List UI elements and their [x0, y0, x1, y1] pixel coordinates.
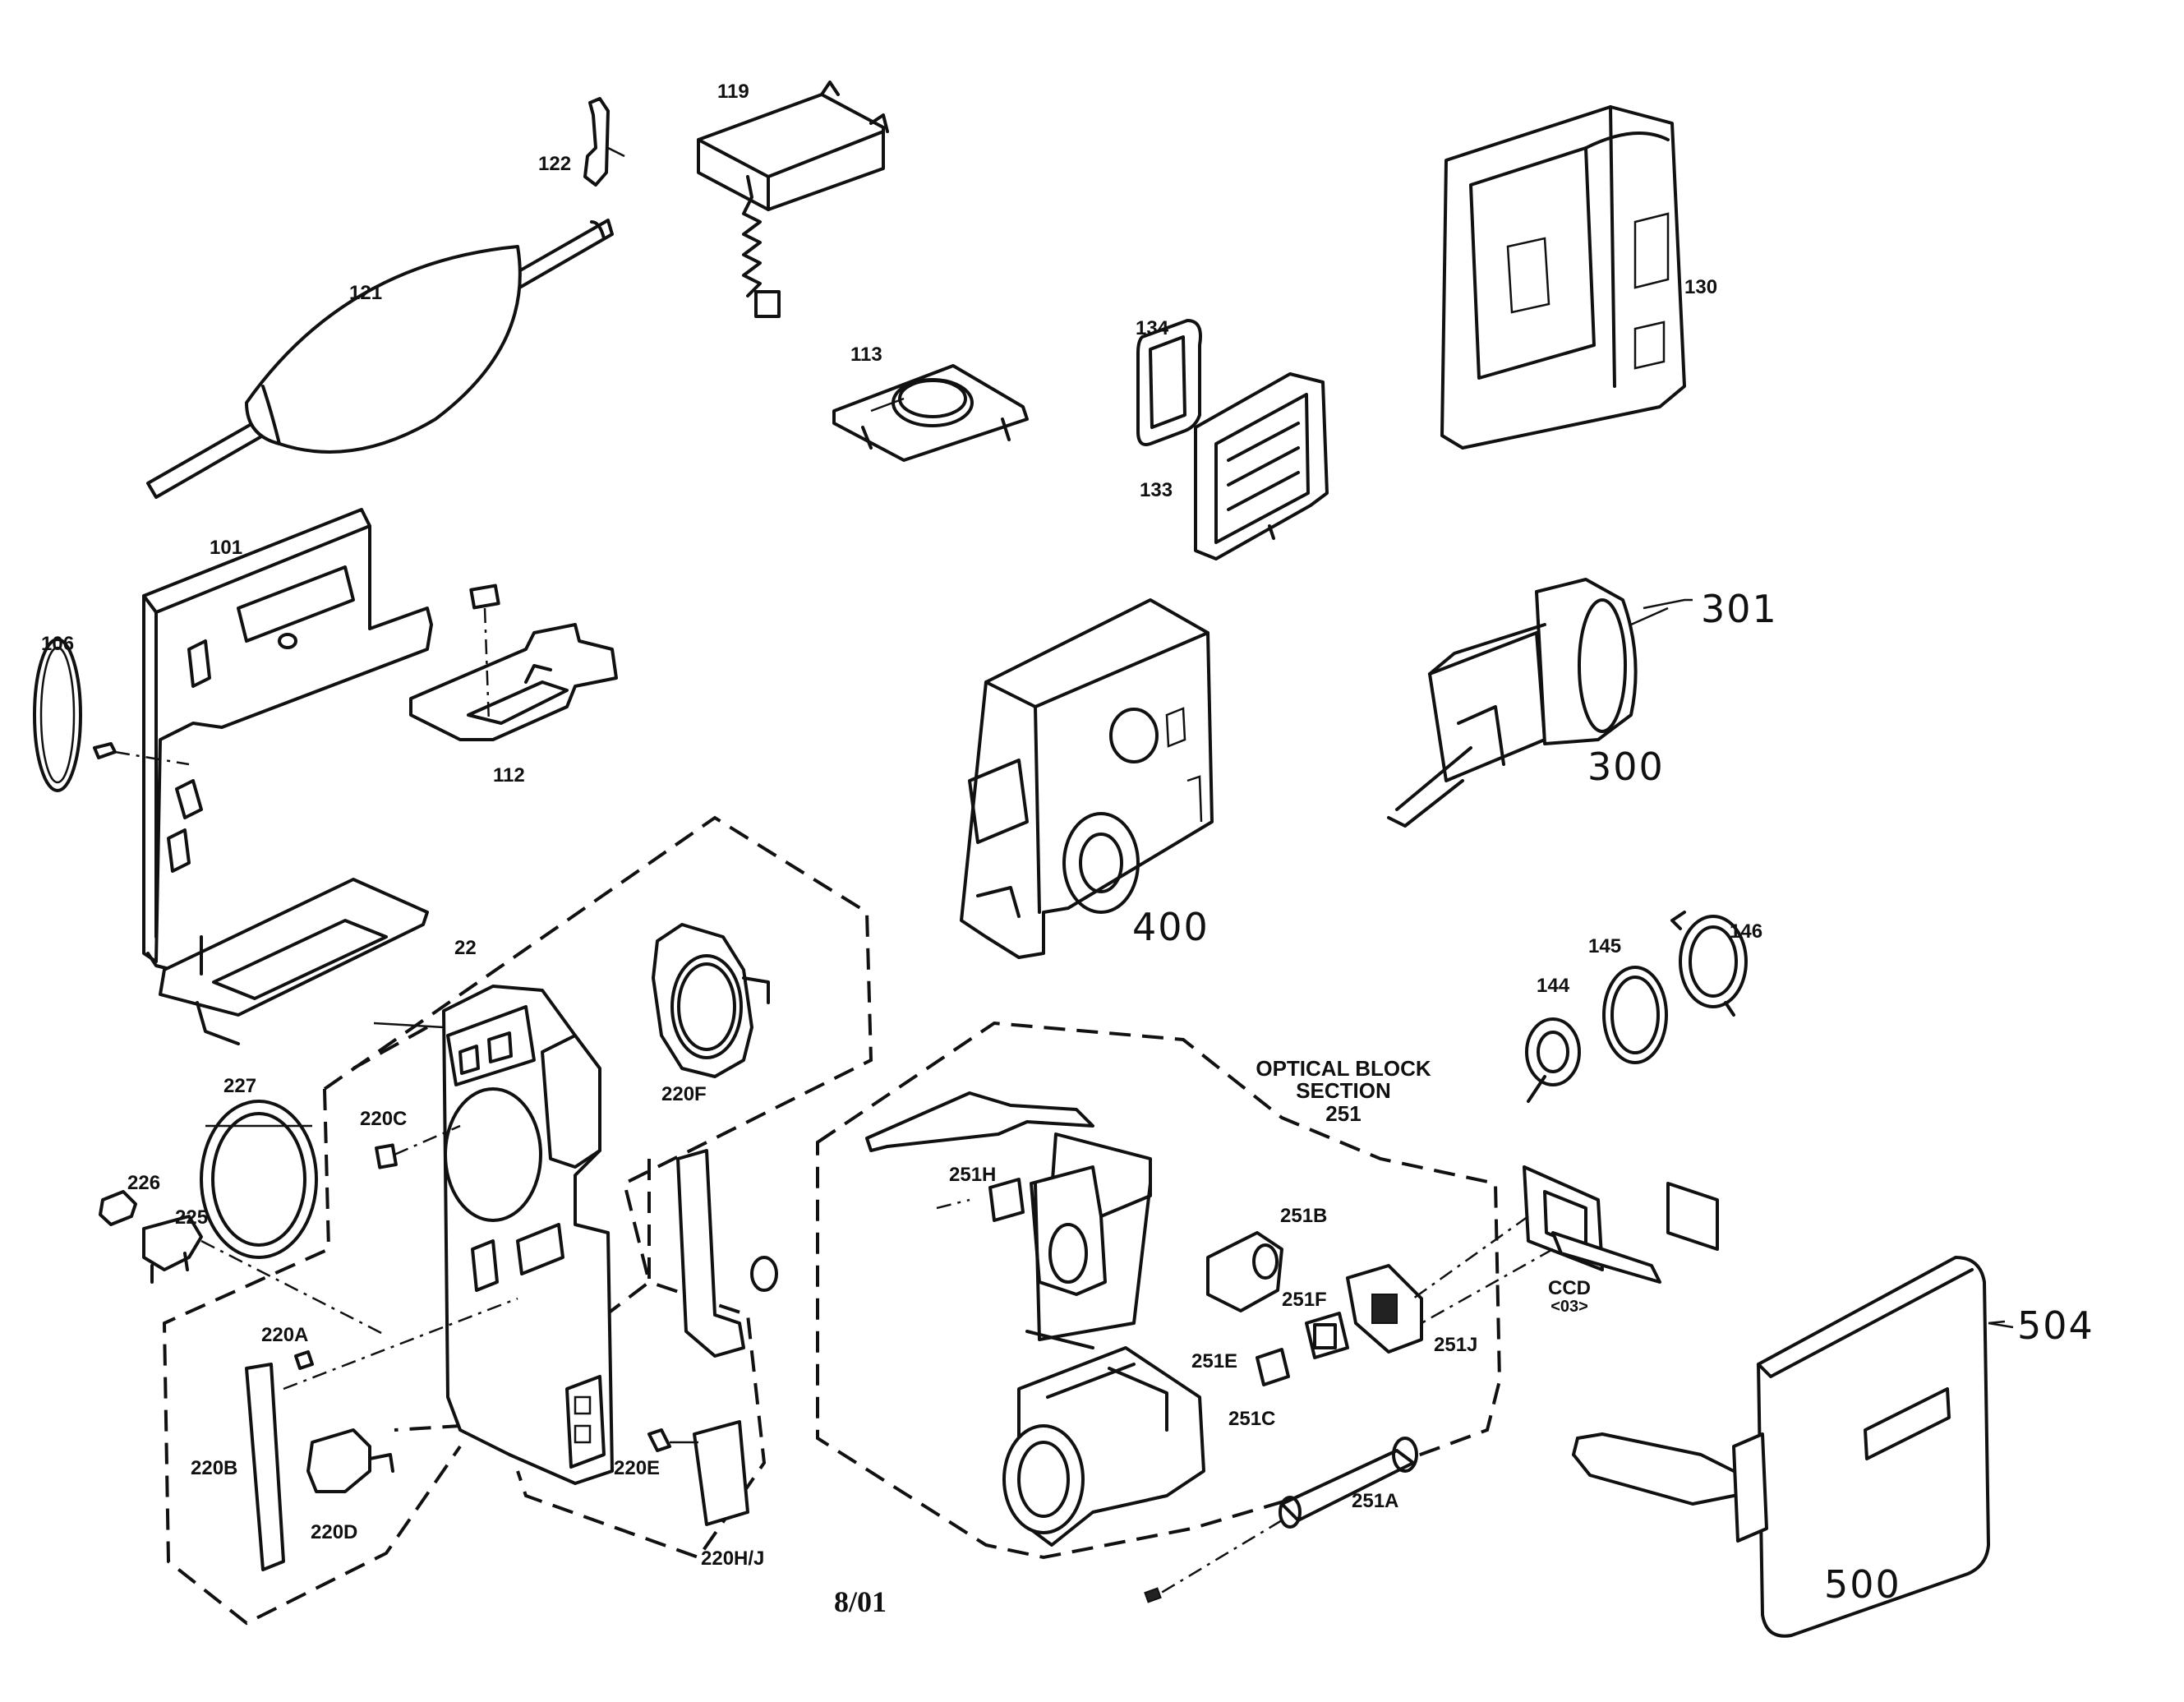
label-22: 22 — [454, 937, 477, 959]
label-400: 400 — [1132, 905, 1209, 949]
part-227-ring — [200, 1100, 318, 1259]
part-106-oval — [33, 638, 190, 792]
part-113-plate — [832, 364, 1029, 462]
label-251C: 251C — [1228, 1408, 1276, 1430]
label-113: 113 — [850, 344, 882, 366]
part-251H-lens-holder — [988, 1165, 1107, 1296]
group-22-outline — [162, 815, 873, 1626]
part-251-zoom-lens-body — [1002, 1346, 1205, 1547]
label-225: 225 — [175, 1206, 209, 1229]
part-226-knob — [99, 1190, 137, 1226]
part-130-side-cover — [1440, 105, 1686, 450]
part-122-clip — [583, 97, 625, 187]
footer-date: 8/01 — [834, 1585, 887, 1618]
label-226: 226 — [127, 1172, 161, 1194]
part-251J-filter-holder — [1346, 1264, 1423, 1354]
part-300-viewfinder — [1387, 578, 1669, 828]
part-121-handle-strap — [146, 219, 614, 499]
part-251F-filter — [1305, 1312, 1349, 1359]
label-121: 121 — [349, 282, 383, 304]
caption-line-3: 251 — [1325, 1100, 1362, 1126]
part-119-bracket — [697, 81, 889, 318]
optical-block-outline — [816, 1021, 1502, 1560]
label-220HJ: 220H/J — [701, 1547, 765, 1570]
label-220C: 220C — [360, 1108, 408, 1130]
label-251H: 251H — [949, 1164, 997, 1186]
part-220D-button — [306, 1428, 394, 1493]
part-220A-screw — [294, 1350, 314, 1370]
label-130: 130 — [1684, 276, 1718, 298]
part-134-gasket — [1136, 319, 1202, 446]
label-134: 134 — [1136, 317, 1169, 339]
part-146-ring-bracket — [1670, 911, 1748, 1017]
part-112-plate — [409, 583, 618, 741]
label-251A: 251A — [1352, 1490, 1399, 1512]
label-220D: 220D — [311, 1521, 358, 1543]
ccd-caption-line-1: CCD — [1548, 1277, 1591, 1299]
label-112: 112 — [493, 764, 525, 786]
label-220B: 220B — [191, 1457, 238, 1479]
label-251F: 251F — [1282, 1289, 1327, 1311]
label-101: 101 — [210, 537, 243, 559]
label-145: 145 — [1588, 935, 1622, 957]
label-300: 300 — [1587, 745, 1665, 789]
part-ccd-board — [1412, 1165, 1719, 1325]
label-251J: 251J — [1434, 1334, 1478, 1356]
ccd-caption: CCD <03> — [1528, 1278, 1610, 1316]
part-225-clip — [142, 1215, 387, 1337]
part-500-lcd-panel — [1572, 1256, 2006, 1638]
caption-line-1: OPTICAL BLOCK — [1256, 1056, 1431, 1081]
part-22-front-housing — [442, 985, 614, 1485]
part-220C-tab — [375, 1124, 461, 1169]
label-500: 500 — [1824, 1562, 1901, 1607]
label-227: 227 — [223, 1075, 257, 1097]
part-251-flex-cable — [865, 1091, 1152, 1218]
label-220A: 220A — [261, 1324, 309, 1346]
label-146: 146 — [1730, 920, 1763, 943]
part-251E-filter-small — [1256, 1348, 1290, 1386]
optical-block-section-caption: OPTICAL BLOCK SECTION 251 — [1220, 1056, 1467, 1126]
label-220E: 220E — [614, 1457, 661, 1479]
label-119: 119 — [717, 81, 749, 103]
part-133-bracket — [1194, 372, 1329, 560]
ccd-caption-line-2: <03> — [1550, 1298, 1588, 1317]
part-220F-ring-bracket — [652, 923, 770, 1078]
part-220E-pin — [647, 1428, 698, 1452]
part-101-chassis-frame — [142, 508, 433, 971]
part-251-center-frame — [1025, 1182, 1152, 1349]
label-251E: 251E — [1191, 1350, 1238, 1372]
part-145-ring — [1602, 966, 1668, 1064]
part-220-side-strip — [676, 1149, 778, 1358]
label-106: 106 — [41, 633, 75, 655]
label-122: 122 — [538, 153, 572, 175]
part-220H-cover — [693, 1420, 749, 1526]
label-133: 133 — [1140, 479, 1173, 501]
part-251B-lens-part — [1206, 1231, 1283, 1312]
label-220F: 220F — [661, 1083, 707, 1105]
label-301: 301 — [1701, 587, 1778, 631]
label-504: 504 — [2017, 1303, 2094, 1348]
part-144-lens-disc — [1525, 1017, 1581, 1103]
leader-lines — [373, 598, 2014, 1329]
part-400-mechanism — [960, 598, 1214, 959]
part-251A-shaft — [1144, 1437, 1418, 1603]
part-101-lower-tray — [159, 878, 429, 1045]
caption-line-2: SECTION — [1296, 1078, 1391, 1104]
label-144: 144 — [1537, 975, 1570, 997]
part-220B-strip — [245, 1297, 518, 1571]
label-251B: 251B — [1280, 1205, 1328, 1227]
